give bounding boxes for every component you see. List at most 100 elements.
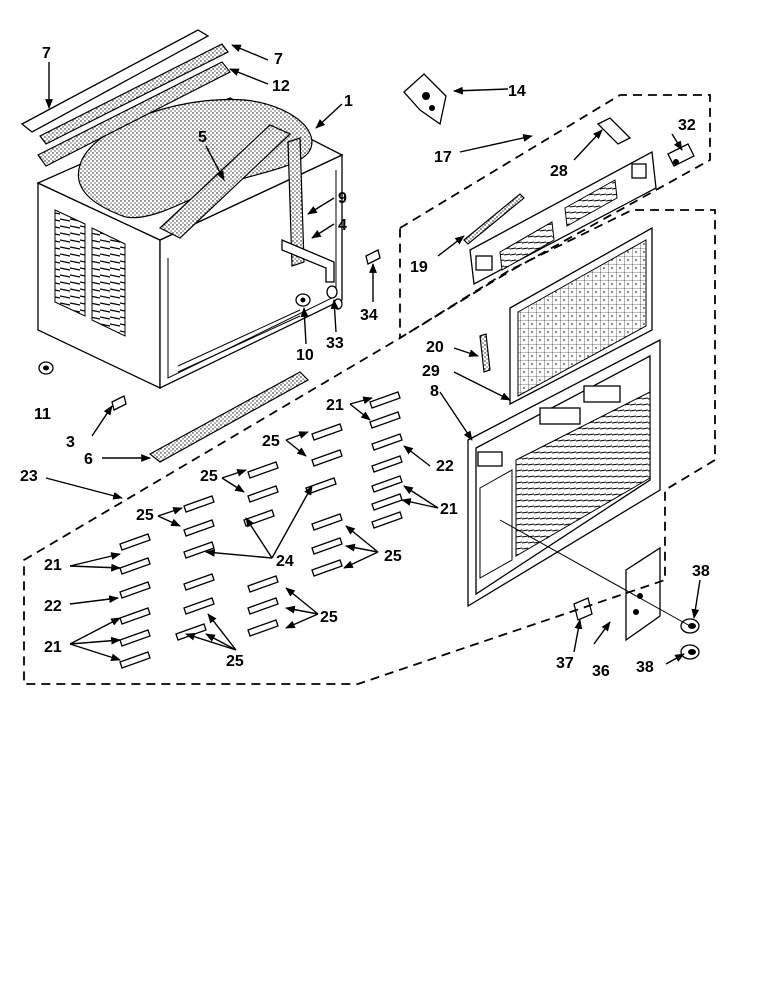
pad-leader-line — [205, 633, 237, 651]
callout-22: 22 — [44, 598, 62, 615]
insulation-pad — [311, 423, 343, 441]
pad-leader-line — [403, 485, 439, 509]
callout-21: 21 — [44, 639, 62, 656]
callout-5: 5 — [198, 129, 207, 146]
bracket-4 — [281, 239, 335, 283]
cabinet-shell — [36, 97, 344, 390]
callout-21: 21 — [44, 557, 62, 574]
grommet-11 — [38, 361, 54, 375]
insulation-pad — [243, 509, 275, 527]
pad-leader-line — [157, 515, 181, 527]
insulation-pad — [247, 461, 279, 479]
control-panel-17 — [469, 150, 657, 286]
callout-25: 25 — [226, 653, 244, 670]
callout-4: 4 — [338, 217, 347, 234]
callout-7: 7 — [274, 51, 283, 68]
callout-8: 8 — [430, 383, 439, 400]
pad-leader-line — [221, 477, 245, 493]
nut-10 — [295, 293, 311, 307]
insulation-pads — [119, 391, 403, 669]
pad-leader-line — [69, 563, 121, 572]
callout-29: 29 — [422, 363, 440, 380]
control-plate-36 — [625, 546, 661, 642]
callout-20: 20 — [426, 339, 444, 356]
insulation-pad — [119, 533, 151, 551]
pad-leader-line — [69, 552, 121, 567]
pad-leader-line — [285, 613, 319, 629]
callout-25: 25 — [200, 468, 218, 485]
callout-19: 19 — [410, 259, 428, 276]
cabinet-louvers — [54, 209, 126, 337]
callout-34: 34 — [360, 307, 378, 324]
callout-17: 17 — [434, 149, 452, 166]
insulation-pad — [371, 493, 403, 511]
callout-38: 38 — [636, 659, 654, 676]
pad-leader-line — [205, 548, 273, 559]
callout-14: 14 — [508, 83, 526, 100]
callout-22: 22 — [436, 458, 454, 475]
callout-23: 23 — [20, 468, 38, 485]
insulation-pad — [183, 495, 215, 513]
insulation-pad — [175, 623, 207, 641]
callout-21: 21 — [326, 397, 344, 414]
callout-28: 28 — [550, 163, 568, 180]
knob-37 — [573, 597, 593, 621]
pad-leader-line — [285, 605, 319, 615]
insulation-pad — [247, 619, 279, 637]
callout-25: 25 — [136, 507, 154, 524]
pad-leader-line — [349, 403, 371, 421]
callout-2: 7 — [42, 45, 51, 62]
top-strip-7 — [39, 43, 229, 145]
callout-25: 25 — [262, 433, 280, 450]
callout-21: 21 — [440, 501, 458, 518]
callout-36: 36 — [592, 663, 610, 680]
callout-33: 33 — [326, 335, 344, 352]
pad-leader-line — [285, 431, 309, 441]
insulation-pad — [311, 559, 343, 577]
insulation-pad — [371, 433, 403, 451]
pad-leader-line — [245, 517, 273, 559]
callout-11: 11 — [34, 406, 51, 423]
pad-leader-line — [345, 525, 379, 553]
insulation-pad — [311, 537, 343, 555]
callout-32: 32 — [678, 117, 696, 134]
insulation-pad — [371, 511, 403, 529]
insulation-pad — [119, 607, 151, 625]
insulation-pad — [183, 573, 215, 591]
rod-19 — [463, 193, 525, 245]
base-rail-6 — [148, 371, 309, 463]
callout-6: 6 — [84, 451, 93, 468]
pad-leader-line — [285, 587, 319, 615]
knob-28 — [596, 117, 632, 145]
callout-9: 9 — [338, 190, 347, 207]
pad-leader-line — [69, 595, 119, 605]
screw-34 — [365, 249, 381, 265]
callout-1: 1 — [344, 93, 353, 110]
insulation-pad — [247, 575, 279, 593]
screw-3 — [111, 395, 127, 411]
insulation-pad — [119, 651, 151, 669]
filter-29 — [509, 226, 653, 406]
strip-20 — [479, 333, 491, 373]
top-strip-2 — [20, 29, 210, 133]
pad-leader-line — [69, 643, 121, 662]
knob-38-lower — [680, 644, 700, 660]
pad-leader-lines — [69, 396, 439, 662]
insulation-pad — [369, 411, 401, 429]
pad-leader-line — [345, 543, 379, 553]
callout-10: 10 — [296, 347, 314, 364]
pad-leader-line — [343, 551, 379, 569]
leader-lines — [45, 44, 701, 665]
insulation-pad — [371, 455, 403, 473]
callout-25: 25 — [384, 548, 402, 565]
insulation-pad — [305, 477, 337, 495]
insulation-pad — [311, 513, 343, 531]
callout-38: 38 — [692, 563, 710, 580]
pad-leader-line — [185, 632, 237, 651]
pad-leader-line — [69, 636, 121, 645]
callout-labels: 7 7 12 1 5 9 4 34 10 33 11 3 6 23 14 17 … — [20, 45, 710, 680]
insulation-pad — [119, 581, 151, 599]
pad-leader-line — [349, 396, 373, 405]
callout-25: 25 — [320, 609, 338, 626]
